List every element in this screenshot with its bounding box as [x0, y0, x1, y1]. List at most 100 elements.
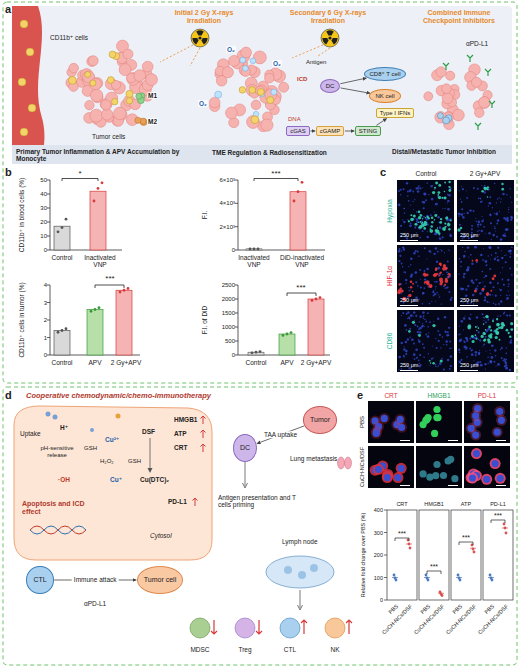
radiation-symbol: [196, 30, 204, 35]
micrograph: [462, 238, 463, 239]
micrograph: [422, 343, 424, 345]
micrograph: [477, 285, 479, 287]
micrograph: [399, 248, 401, 250]
micrograph: [494, 183, 496, 185]
micrograph: [440, 218, 442, 220]
bar-chart: [235, 180, 238, 250]
micrograph: [400, 189, 402, 191]
micrograph: [492, 294, 493, 295]
micrograph: [430, 185, 432, 187]
micrograph: [479, 234, 480, 235]
process-box: cGAMP: [316, 126, 345, 137]
tumor-cell-drawing: [14, 406, 212, 560]
blood-vessel: [12, 6, 45, 145]
micrograph: [437, 227, 438, 228]
micrograph: [474, 246, 477, 249]
micrograph: [505, 364, 507, 366]
scale-bar: [400, 305, 418, 306]
text-label: ATP: [461, 501, 471, 507]
micrograph: [485, 336, 487, 338]
micrograph: [490, 222, 492, 224]
micrograph: [478, 282, 480, 284]
micrograph: [404, 271, 405, 272]
micrograph: [422, 417, 429, 424]
micrograph: [462, 216, 464, 218]
micrograph: [405, 341, 408, 344]
flow-arrow: [300, 590, 301, 608]
tumor-cell-icon: [85, 101, 94, 110]
micrograph: [509, 341, 512, 344]
micrograph: [397, 180, 454, 242]
micrograph: [442, 227, 446, 231]
micrograph: [410, 218, 414, 222]
text-label: Uptake: [20, 430, 41, 437]
micrograph: [444, 284, 446, 286]
micrograph: [400, 342, 402, 344]
bar-chart: [238, 285, 330, 355]
macrophage-icon: [136, 93, 142, 99]
release-arrow: [201, 430, 206, 438]
micrograph: [509, 294, 510, 295]
micrograph: [509, 249, 512, 252]
micrograph: [482, 332, 485, 335]
micrograph: [403, 208, 405, 210]
micrograph: [434, 219, 436, 221]
micrograph: [414, 226, 416, 228]
micrograph: [440, 249, 441, 250]
micrograph: [489, 360, 492, 363]
micrograph: [425, 199, 427, 201]
blood-vessel: [20, 20, 28, 28]
text-label: 250 μm: [460, 232, 478, 238]
change-arrow: [211, 620, 352, 634]
micrograph: [511, 274, 513, 276]
micrograph: [459, 258, 461, 260]
micrograph: [503, 217, 506, 220]
bar-chart: [97, 187, 100, 190]
dot-plot: [473, 551, 476, 554]
micrograph: [421, 326, 423, 328]
lymph-node: [310, 564, 318, 572]
micrograph: [491, 356, 494, 359]
tumor-cell-drawing: [53, 415, 58, 420]
micrograph: [457, 245, 514, 307]
bar-chart: [297, 190, 300, 193]
scale-bar: [400, 440, 410, 441]
micrograph: [459, 339, 462, 342]
micrograph: [490, 258, 491, 259]
text-label: pH-sensitive release: [36, 445, 78, 459]
tumor-cell-icon: [88, 56, 98, 66]
micrograph: [444, 223, 446, 225]
antibody-icon: [467, 55, 473, 62]
micrograph: [423, 317, 425, 319]
micrograph: [492, 427, 503, 438]
micrograph: [477, 224, 479, 226]
micrograph: [426, 183, 428, 185]
micrograph: [439, 296, 441, 298]
monocyte-icon: [257, 89, 264, 96]
dot-plot: [427, 579, 430, 582]
micrograph: [477, 223, 479, 225]
micrograph: [488, 326, 491, 329]
micrograph: [502, 267, 503, 268]
bar-chart: [287, 293, 316, 296]
micrograph: [419, 237, 421, 239]
tumor-cell-icon: [66, 40, 158, 127]
lymph-node: [266, 556, 334, 588]
micrograph: [473, 450, 480, 457]
micrograph: [498, 326, 501, 329]
micrograph: [403, 356, 405, 358]
micrograph: [459, 352, 461, 354]
micrograph: [500, 201, 501, 202]
radiation-symbol: [321, 29, 339, 47]
micrograph: [499, 197, 500, 198]
micrograph: [397, 245, 454, 307]
tumor-cell-icon: [119, 64, 131, 76]
text-label: 400: [374, 507, 383, 513]
micrograph: [431, 216, 434, 219]
micrograph: [498, 417, 505, 424]
micrograph: [436, 273, 438, 275]
change-arrow: [301, 620, 307, 634]
micrograph: [501, 348, 502, 349]
micrograph: [422, 275, 423, 276]
